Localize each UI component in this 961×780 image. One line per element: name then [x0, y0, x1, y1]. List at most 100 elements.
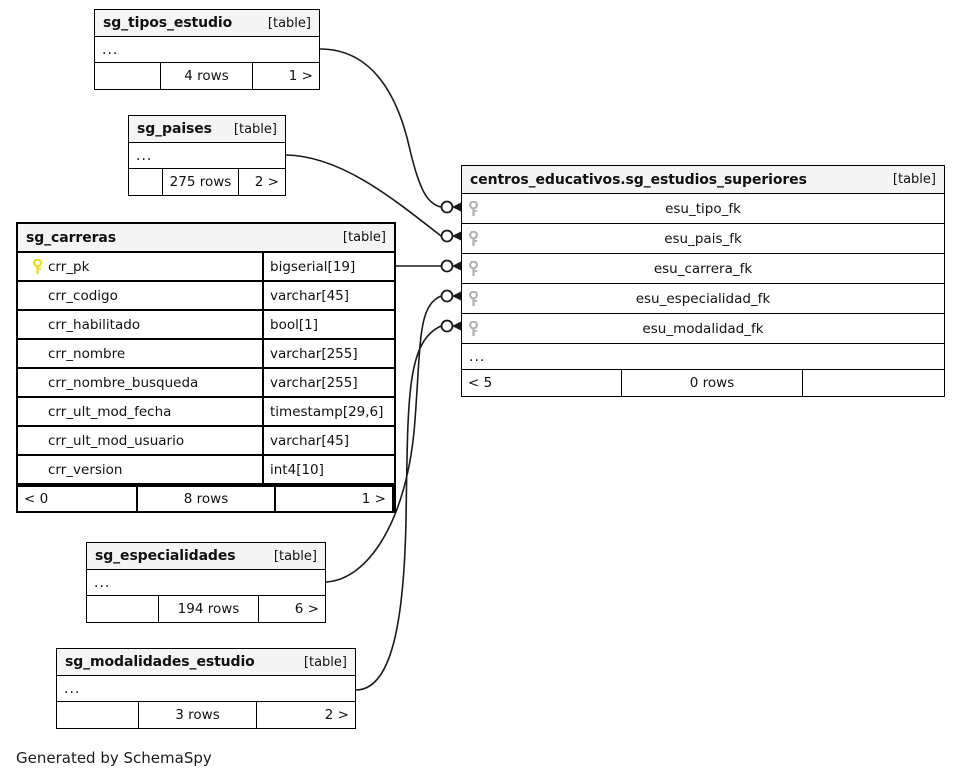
footer-children: 2 > — [254, 174, 279, 190]
table-name: centros_educativos.sg_estudios_superiore… — [470, 171, 807, 188]
table-footer: 3 rows 2 > — [57, 702, 355, 728]
cardinality-zero-esu-especialidad-fk — [440, 289, 454, 303]
ellipsis-label: ... — [469, 348, 486, 365]
footer-rowcount: 0 rows — [622, 370, 803, 396]
column-name-cell: crr_nombre_busqueda — [18, 375, 262, 391]
table-sg-modalidades-estudio[interactable]: sg_modalidades_estudio [table] ... 3 row… — [56, 648, 356, 729]
table-ellipsis-row: ... — [57, 676, 355, 702]
column-name-label: esu_pais_fk — [664, 230, 742, 247]
table-tag: [table] — [233, 121, 277, 137]
column-row-esu-modalidad-fk[interactable]: esu_modalidad_fk — [462, 314, 944, 344]
ellipsis-label: ... — [136, 147, 153, 164]
column-type-cell: varchar[45] — [262, 427, 394, 454]
column-row-crr-habilitado[interactable]: crr_habilitado bool[1] — [18, 311, 394, 340]
column-type-label: int4[10] — [270, 461, 324, 478]
footer-rowcount: 3 rows — [139, 702, 257, 728]
footer-children: 6 > — [294, 601, 319, 617]
column-row-crr-version[interactable]: crr_version int4[10] — [18, 456, 394, 485]
column-type-cell: timestamp[29,6] — [262, 398, 394, 425]
footer-rowcount: 275 rows — [163, 169, 239, 195]
column-row-esu-pais-fk[interactable]: esu_pais_fk — [462, 224, 944, 254]
column-row-esu-tipo-fk[interactable]: esu_tipo_fk — [462, 194, 944, 224]
column-row-crr-ult-mod-usuario[interactable]: crr_ult_mod_usuario varchar[45] — [18, 427, 394, 456]
table-tag: [table] — [892, 172, 936, 187]
table-sg-carreras[interactable]: sg_carreras [table] crr_pk bigserial[19] — [16, 222, 396, 513]
table-footer: < 5 0 rows — [462, 370, 944, 396]
column-type-label: varchar[255] — [270, 374, 358, 391]
primary-key-icon — [26, 258, 48, 275]
table-name: sg_carreras — [26, 229, 116, 246]
table-name: sg_modalidades_estudio — [65, 654, 255, 670]
column-type-label: varchar[45] — [270, 432, 350, 449]
table-tag: [table] — [342, 230, 386, 245]
column-row-crr-ult-mod-fecha[interactable]: crr_ult_mod_fecha timestamp[29,6] — [18, 398, 394, 427]
column-name-label: esu_especialidad_fk — [635, 290, 771, 307]
cardinality-zero-esu-pais-fk — [440, 229, 454, 243]
table-ellipsis-row: ... — [95, 37, 319, 63]
table-sg-tipos-estudio[interactable]: sg_tipos_estudio [table] ... 4 rows 1 > — [94, 9, 320, 90]
edge-sg-tipos-estudio-to-esu-tipo-fk — [319, 48, 442, 208]
cardinality-zero-esu-carrera-fk — [440, 259, 454, 273]
column-name-label: crr_nombre_busqueda — [48, 374, 199, 391]
table-tag: [table] — [303, 654, 347, 670]
footer-parents — [57, 702, 139, 728]
column-name-label: crr_ult_mod_usuario — [48, 432, 185, 449]
footer-children: 2 > — [324, 707, 349, 723]
ellipsis-label: ... — [64, 680, 81, 697]
column-name-label: esu_carrera_fk — [653, 260, 753, 277]
column-name-cell: crr_ult_mod_usuario — [18, 433, 262, 449]
column-type-label: varchar[255] — [270, 345, 358, 362]
foreign-key-icon — [462, 320, 484, 337]
column-type-cell: varchar[45] — [262, 282, 394, 309]
table-ellipsis-row: ... — [129, 143, 285, 169]
column-name-cell: crr_pk — [18, 258, 262, 275]
table-ellipsis-row: ... — [87, 570, 325, 596]
column-name-label: esu_modalidad_fk — [642, 320, 764, 337]
table-footer: 194 rows 6 > — [87, 596, 325, 622]
column-name-cell: crr_version — [18, 462, 262, 478]
table-footer: 275 rows 2 > — [129, 169, 285, 195]
column-row-crr-nombre-busqueda[interactable]: crr_nombre_busqueda varchar[255] — [18, 369, 394, 398]
column-type-cell: bool[1] — [262, 311, 394, 338]
column-name-cell: crr_ult_mod_fecha — [18, 404, 262, 420]
column-name-cell: crr_nombre — [18, 346, 262, 362]
footer-parents: < 0 — [18, 487, 138, 511]
column-type-label: bool[1] — [270, 316, 318, 333]
table-header: centros_educativos.sg_estudios_superiore… — [462, 166, 944, 194]
column-name-cell: crr_codigo — [18, 288, 262, 304]
column-name-label: esu_tipo_fk — [665, 200, 741, 217]
table-footer: < 0 8 rows 1 > — [18, 485, 394, 511]
table-tag: [table] — [273, 548, 317, 564]
column-type-cell: varchar[255] — [262, 340, 394, 367]
table-centros-educativos-sg-estudios-superiores[interactable]: centros_educativos.sg_estudios_superiore… — [461, 165, 945, 397]
table-header: sg_especialidades [table] — [87, 543, 325, 570]
footer-children: 1 > — [288, 68, 313, 84]
foreign-key-icon — [462, 200, 484, 217]
foreign-key-icon — [462, 290, 484, 307]
footer-rowcount: 8 rows — [138, 487, 276, 511]
column-row-esu-carrera-fk[interactable]: esu_carrera_fk — [462, 254, 944, 284]
column-row-esu-especialidad-fk[interactable]: esu_especialidad_fk — [462, 284, 944, 314]
column-name-label: crr_pk — [48, 258, 90, 275]
table-header: sg_carreras [table] — [18, 224, 394, 253]
table-sg-especialidades[interactable]: sg_especialidades [table] ... 194 rows 6… — [86, 542, 326, 623]
table-name: sg_tipos_estudio — [103, 15, 233, 31]
column-name-label: crr_codigo — [48, 287, 118, 304]
generated-by-label: Generated by SchemaSpy — [16, 749, 212, 767]
column-row-crr-pk[interactable]: crr_pk bigserial[19] — [18, 253, 394, 282]
footer-rowcount: 194 rows — [159, 596, 259, 622]
footer-parents — [129, 169, 163, 195]
column-row-crr-codigo[interactable]: crr_codigo varchar[45] — [18, 282, 394, 311]
footer-children: 1 > — [276, 487, 394, 511]
column-name-label: crr_nombre — [48, 345, 126, 362]
cardinality-zero-esu-modalidad-fk — [440, 319, 454, 333]
table-sg-paises[interactable]: sg_paises [table] ... 275 rows 2 > — [128, 115, 286, 196]
cardinality-zero-esu-tipo-fk — [440, 200, 454, 214]
column-name-cell: crr_habilitado — [18, 317, 262, 333]
footer-parents — [95, 63, 161, 89]
column-type-cell: bigserial[19] — [262, 253, 394, 280]
column-row-crr-nombre[interactable]: crr_nombre varchar[255] — [18, 340, 394, 369]
column-name-label: crr_version — [48, 461, 123, 478]
column-type-label: varchar[45] — [270, 287, 350, 304]
